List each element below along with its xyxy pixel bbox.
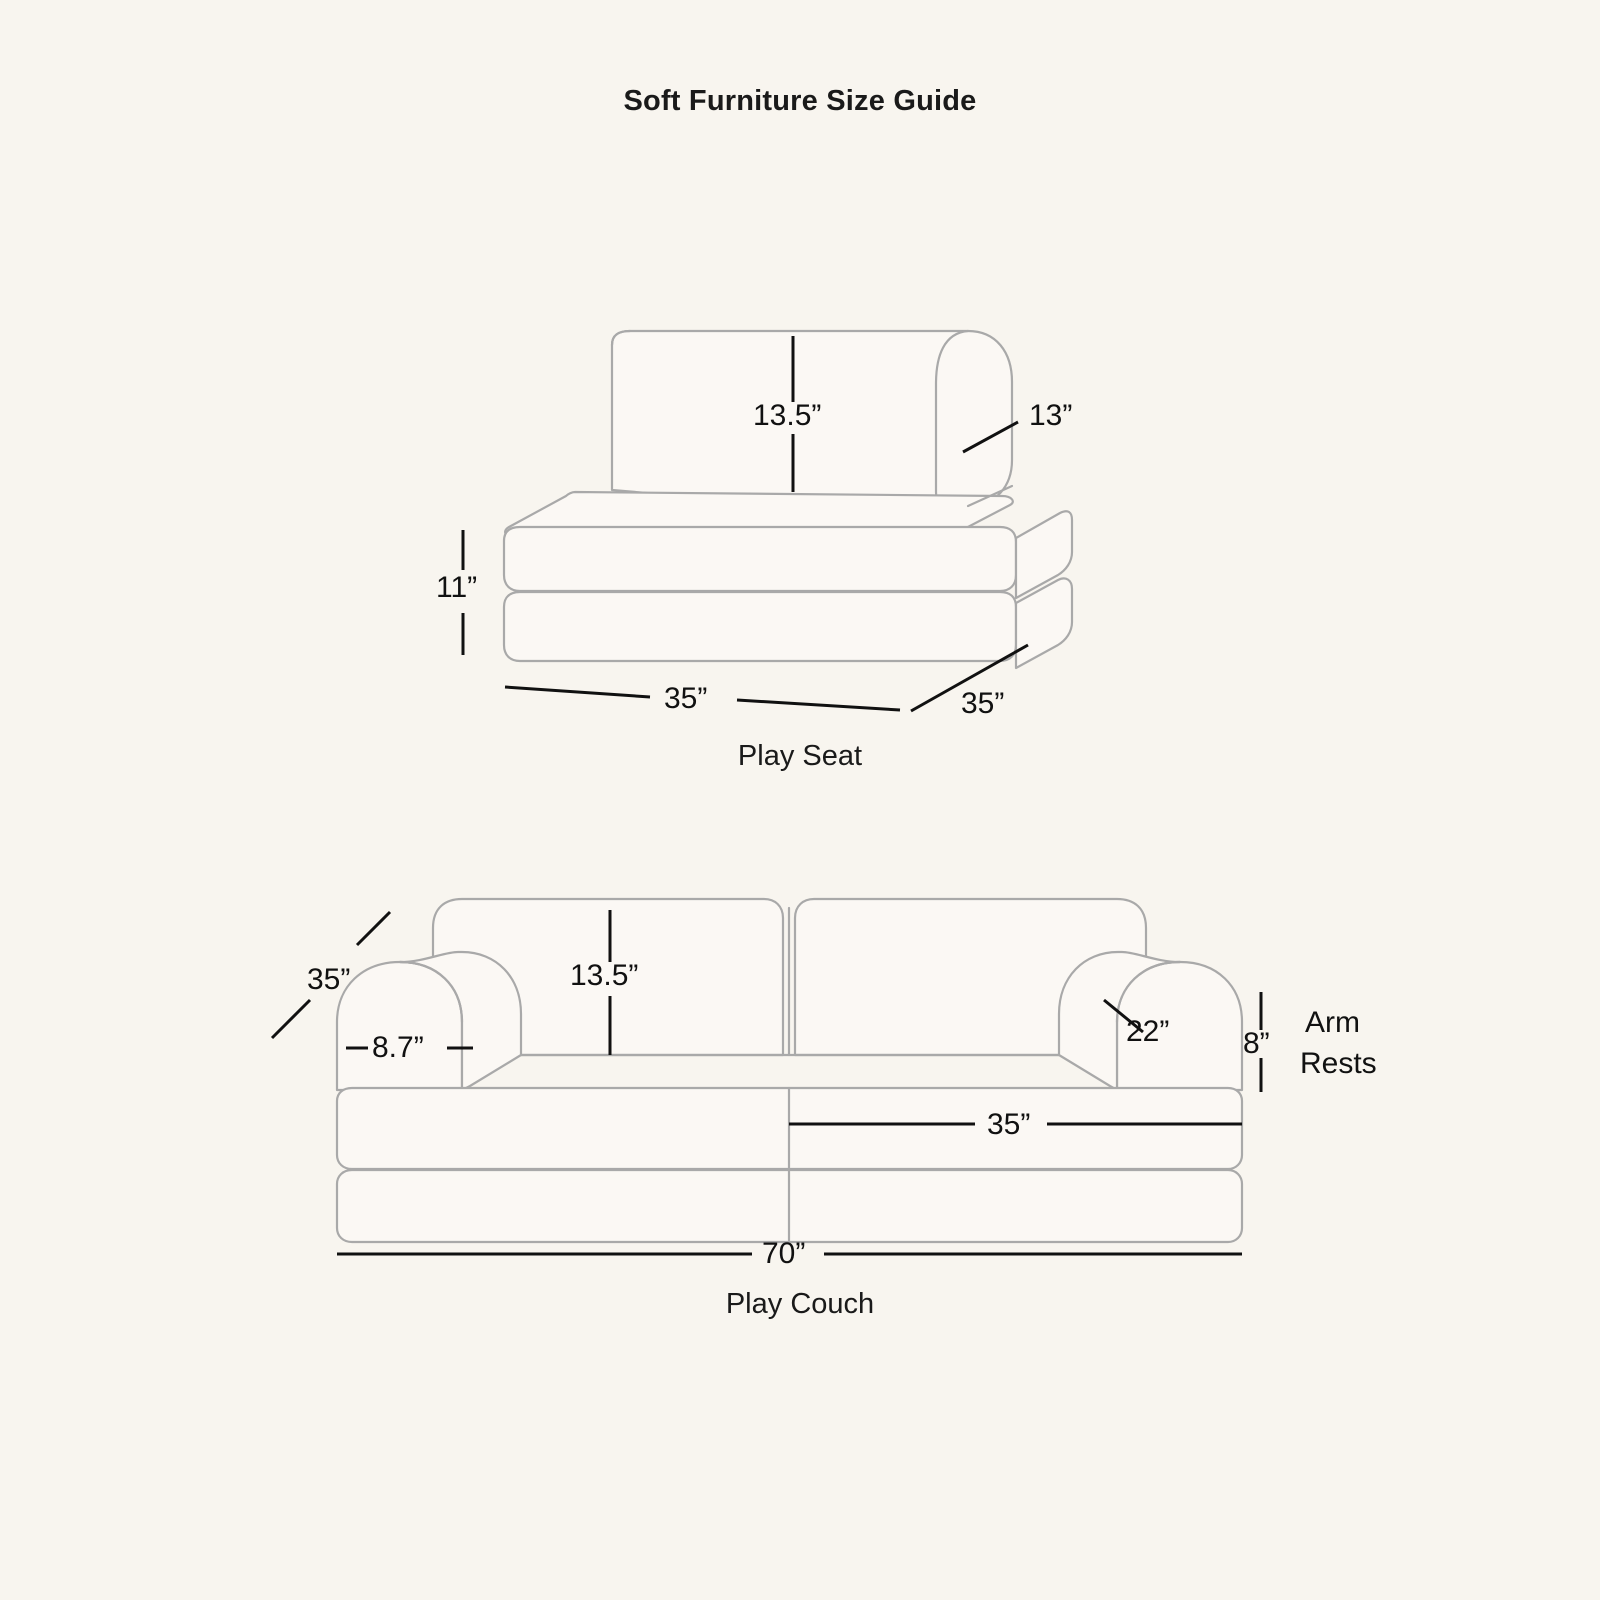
dim-label-couch-arm-length: 22” xyxy=(1126,1015,1170,1048)
play-seat-backrest-base-seam xyxy=(966,484,1014,508)
annotation-arm-rests-line1: Arm xyxy=(1305,1006,1360,1039)
play-couch-caption: Play Couch xyxy=(725,1288,875,1320)
dim-label-couch-depth: 35” xyxy=(307,963,351,996)
dim-label-seat-backrest-height: 13.5” xyxy=(753,399,822,432)
dim-couch-depth-upper xyxy=(355,910,392,947)
play-couch-left-arm-edge-seam xyxy=(398,960,464,1024)
dim-label-couch-arm-rest-height: 8” xyxy=(1243,1027,1270,1060)
play-couch-left-arm xyxy=(335,960,464,1092)
dim-label-couch-arm-width: 8.7” xyxy=(372,1031,424,1064)
dim-label-seat-height: 11” xyxy=(436,571,478,604)
dim-label-seat-backrest-thickness: 13” xyxy=(1029,399,1073,432)
dim-label-couch-module-width: 35” xyxy=(987,1108,1031,1141)
play-seat-right-flank-bottom xyxy=(1014,577,1074,670)
dim-couch-armlength-leader xyxy=(1103,998,1144,1034)
dim-label-seat-width: 35” xyxy=(664,682,708,715)
annotation-arm-rests-line2: Rests xyxy=(1300,1047,1377,1080)
dim-seat-width-left xyxy=(504,685,651,699)
dim-couch-depth-lower xyxy=(270,998,312,1040)
dim-seat-width-right xyxy=(736,698,901,712)
dim-seat-depth-diagonal xyxy=(910,643,1029,713)
play-seat-backrest-left-edge xyxy=(610,329,632,347)
dim-seat-backdepth-leader xyxy=(962,420,1019,454)
play-seat-right-flank-top xyxy=(1014,510,1074,600)
page-title: Soft Furniture Size Guide xyxy=(623,85,977,117)
dim-label-couch-total-width: 70” xyxy=(762,1237,806,1270)
dim-label-couch-backrest-height: 13.5” xyxy=(570,959,639,992)
dim-label-seat-depth: 35” xyxy=(961,687,1005,720)
play-seat-caption: Play Seat xyxy=(737,740,863,772)
